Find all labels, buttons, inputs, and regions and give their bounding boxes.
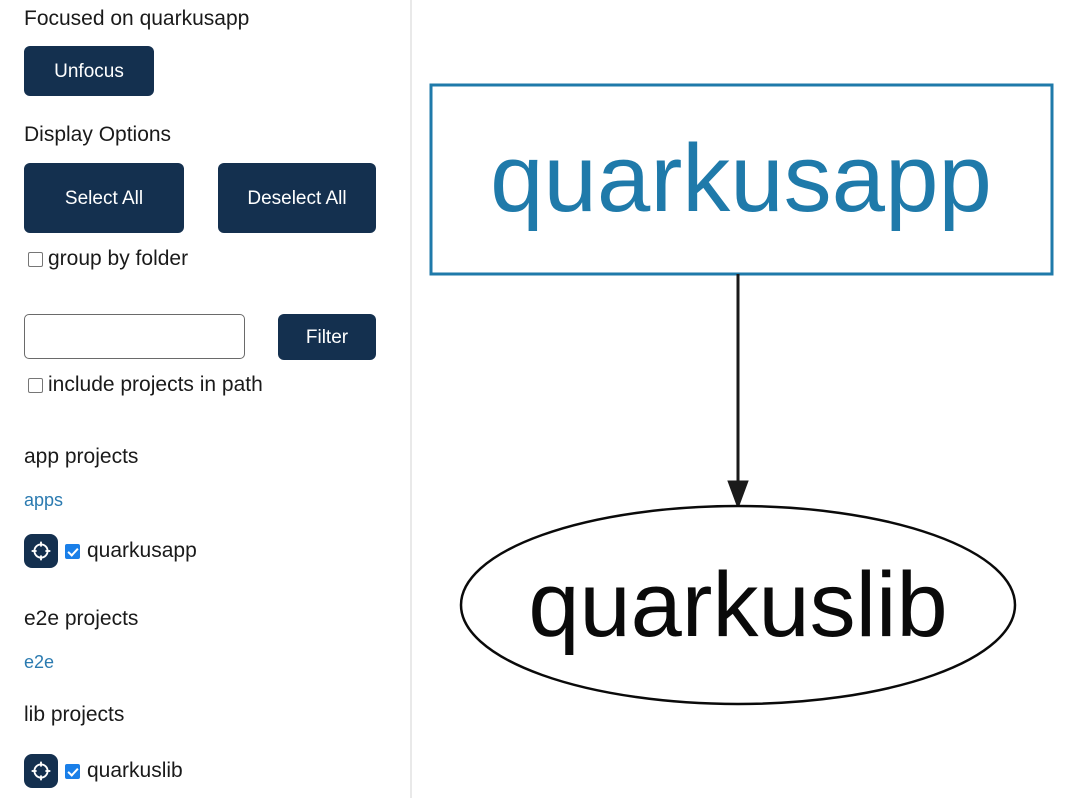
focus-status-text: Focused on quarkusapp	[24, 7, 250, 30]
filter-button[interactable]: Filter	[278, 314, 376, 360]
project-label-quarkuslib: quarkuslib	[87, 759, 183, 782]
group-by-folder-row[interactable]: group by folder	[28, 246, 188, 272]
display-options-heading: Display Options	[24, 123, 172, 146]
graph-node-quarkuslib[interactable]: quarkuslib	[459, 504, 1017, 706]
graph-node-quarkusapp[interactable]: quarkusapp	[429, 83, 1054, 276]
folder-link-apps[interactable]: apps	[24, 490, 64, 510]
graph-node-quarkuslib-shape[interactable]	[459, 504, 1017, 706]
dependency-graph[interactable]: quarkusapp quarkuslib	[412, 0, 1072, 798]
deselect-all-button[interactable]: Deselect All	[218, 163, 376, 233]
project-checkbox-quarkuslib[interactable]	[65, 763, 80, 779]
unfocus-button[interactable]: Unfocus	[24, 46, 154, 96]
graph-node-quarkusapp-shape[interactable]	[429, 83, 1054, 276]
project-checkbox-quarkusapp[interactable]	[65, 543, 80, 559]
section-heading-lib-projects: lib projects	[24, 703, 125, 726]
graph-node-quarkusapp-label: quarkusapp	[490, 125, 992, 232]
include-projects-in-path-row[interactable]: include projects in path	[28, 372, 263, 398]
project-label-quarkusapp: quarkusapp	[87, 539, 197, 562]
section-heading-app-projects: app projects	[24, 445, 139, 468]
sidebar: Focused on quarkusapp Unfocus Display Op…	[0, 0, 412, 798]
group-by-folder-label: group by folder	[48, 247, 189, 270]
project-row-quarkuslib[interactable]: quarkuslib	[24, 754, 183, 788]
include-projects-in-path-label: include projects in path	[48, 373, 263, 396]
folder-link-e2e[interactable]: e2e	[24, 652, 55, 672]
group-by-folder-checkbox[interactable]	[28, 251, 43, 267]
crosshair-icon[interactable]	[24, 534, 58, 568]
dependency-graph-panel[interactable]: quarkusapp quarkuslib	[412, 0, 1072, 798]
select-all-button[interactable]: Select All	[24, 163, 184, 233]
crosshair-icon[interactable]	[24, 754, 58, 788]
filter-input[interactable]	[24, 314, 245, 359]
project-row-quarkusapp[interactable]: quarkusapp	[24, 534, 197, 568]
include-projects-in-path-checkbox[interactable]	[28, 377, 43, 393]
graph-node-quarkuslib-label: quarkuslib	[528, 554, 947, 656]
section-heading-e2e-projects: e2e projects	[24, 607, 139, 630]
graph-edge-quarkusapp-to-quarkuslib	[727, 274, 749, 510]
graph-edge-arrowhead-icon	[727, 480, 749, 510]
